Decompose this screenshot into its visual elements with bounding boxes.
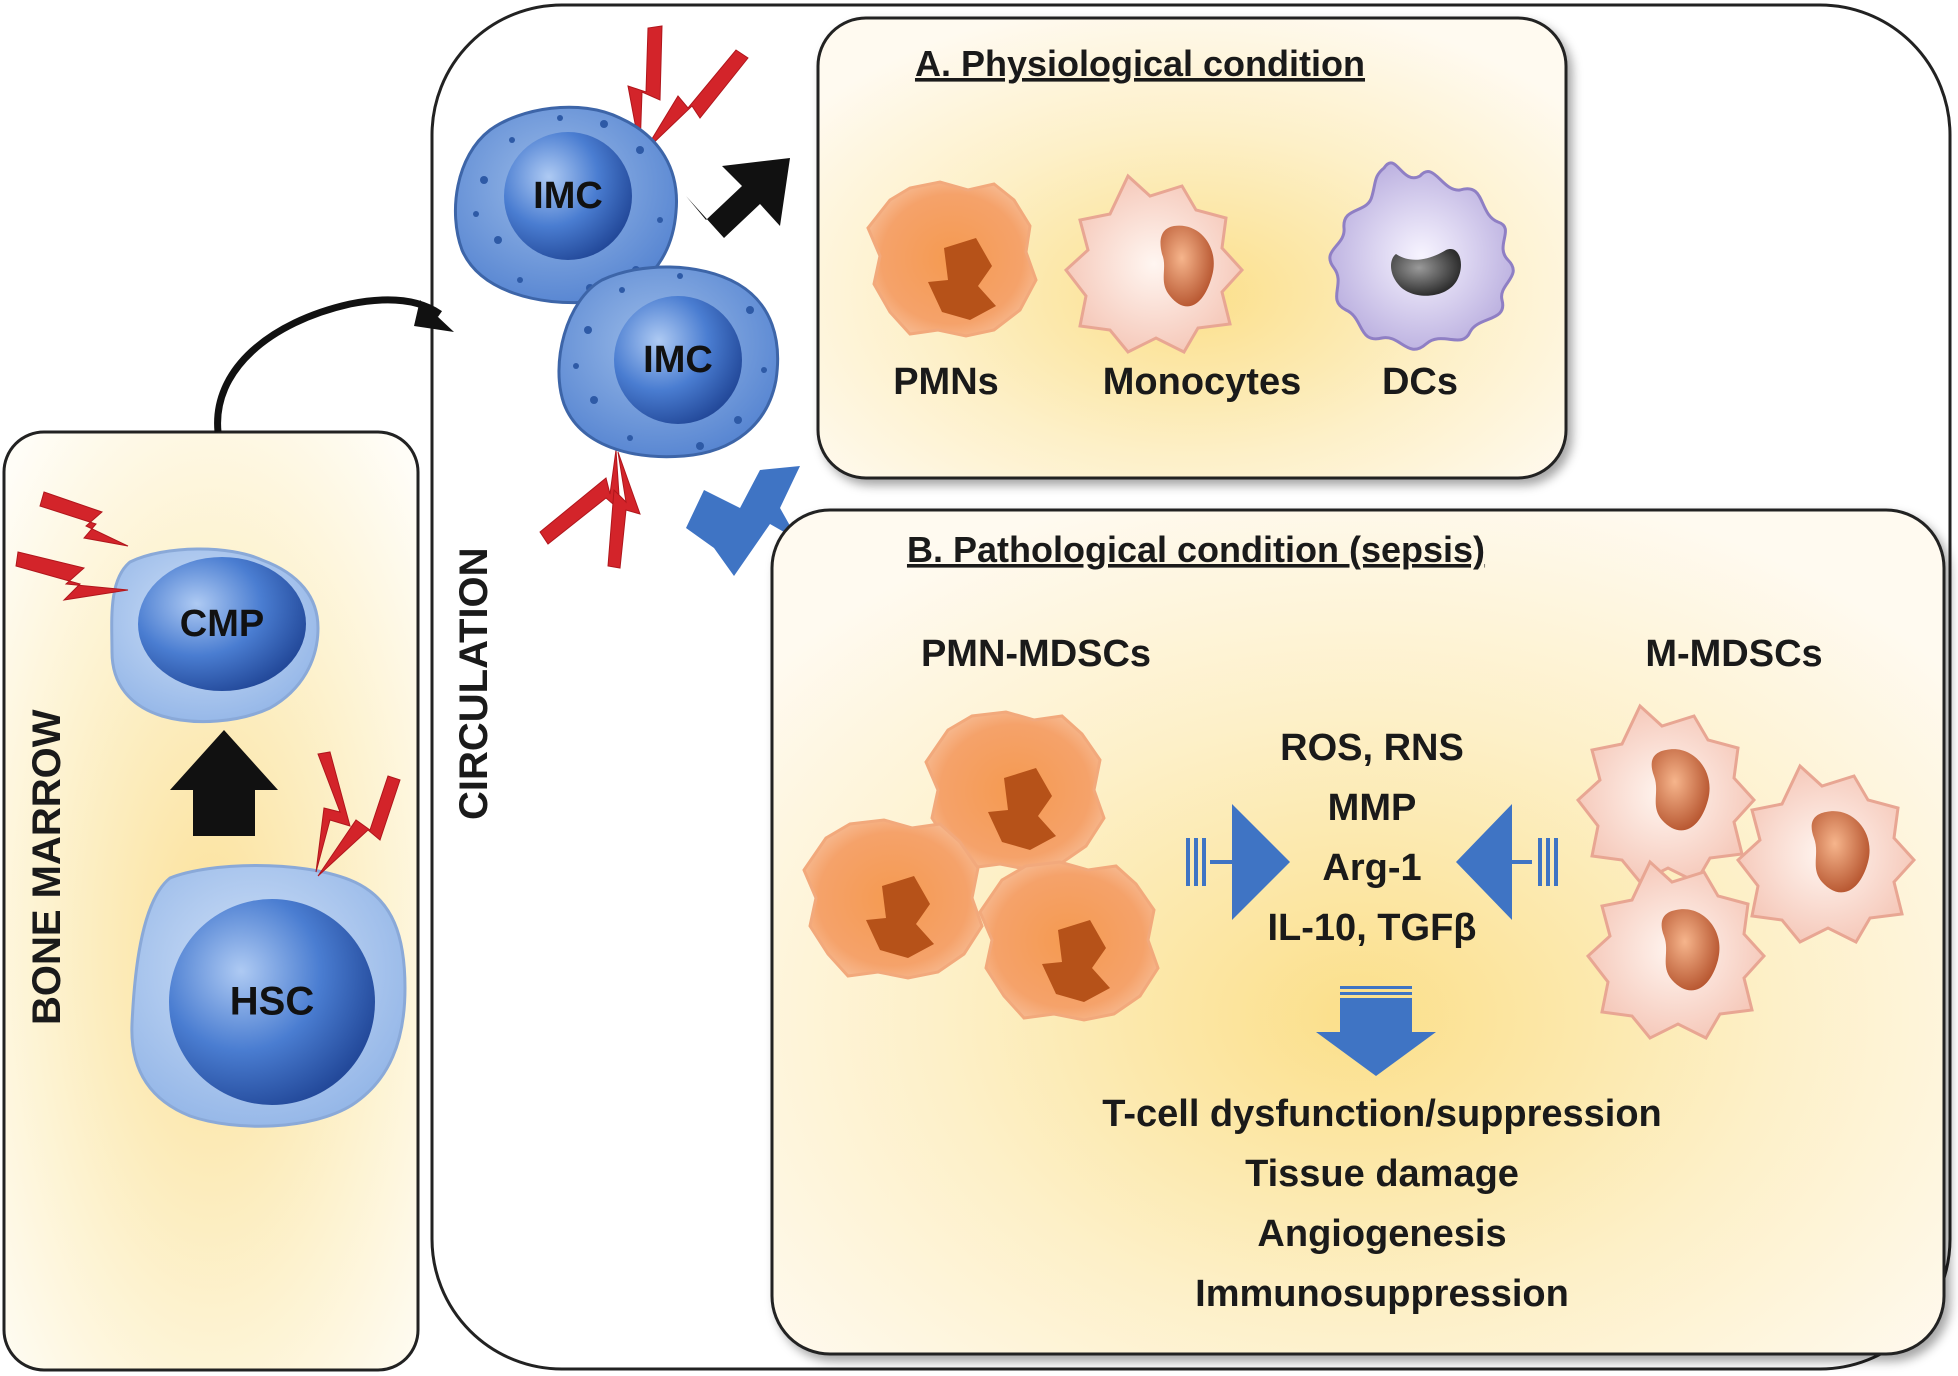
panel-pathological: B. Pathological condition (sepsis) PMN-M…	[770, 508, 1946, 1356]
circulation-title: CIRCULATION	[452, 547, 496, 820]
m-mdsc-cell	[1575, 703, 1757, 884]
migration-arrow-head	[414, 300, 454, 332]
differentiation-arrow	[170, 730, 278, 836]
lightning-bolt-icon	[539, 449, 621, 545]
m-mdsc-cell	[1735, 763, 1917, 944]
imc-label: IMC	[533, 175, 603, 217]
outcome-item: Tissue damage	[1245, 1153, 1519, 1195]
cmp-label: CMP	[180, 603, 264, 645]
outcome-list: T-cell dysfunction/suppression Tissue da…	[1102, 1093, 1662, 1315]
panel-physiological: A. Physiological condition PMNs Monocyte…	[816, 16, 1568, 480]
lightning-bolt-icon	[627, 25, 663, 151]
outcome-item: Angiogenesis	[1257, 1213, 1506, 1255]
imc-cell: IMC	[557, 265, 780, 459]
pmn-cell: PMNs	[866, 180, 1038, 403]
migration-arrow	[214, 296, 443, 433]
hsc-label: HSC	[230, 980, 314, 1024]
lightning-bolts	[15, 25, 749, 877]
hsc-cell: HSC	[130, 864, 407, 1128]
monocyte-label: Monocytes	[1103, 361, 1301, 403]
dendritic-cell: DCs	[1328, 161, 1515, 403]
pmn-mdsc-cell	[978, 860, 1160, 1022]
pmn-label: PMNs	[893, 361, 999, 403]
outcome-item: Immunosuppression	[1195, 1273, 1569, 1315]
lightning-bolt-icon	[15, 551, 129, 601]
lightning-bolt-icon	[643, 49, 749, 153]
pmn-mdsc-label: PMN-MDSCs	[921, 633, 1151, 675]
outcome-arrow	[1316, 986, 1436, 1076]
imc-label: IMC	[643, 339, 713, 381]
monocyte-cell: Monocytes	[1063, 173, 1301, 403]
secretion-arrow-right	[1456, 804, 1558, 920]
bone-marrow-title: BONE MARROW	[25, 709, 69, 1025]
secretion-arrow-left	[1186, 804, 1290, 920]
mediator-item: IL-10, TGFβ	[1268, 907, 1477, 949]
m-mdsc-cell	[1585, 859, 1767, 1040]
outcome-item: T-cell dysfunction/suppression	[1102, 1093, 1662, 1135]
m-mdsc-label: M-MDSCs	[1645, 633, 1822, 675]
mediator-item: ROS, RNS	[1280, 727, 1464, 769]
pathological-arrow	[686, 466, 800, 576]
pmn-mdsc-cell	[802, 818, 984, 980]
bone-marrow-region: BONE MARROW CMP HSC	[2, 430, 420, 1372]
lightning-bolt-icon	[317, 775, 401, 877]
panel-b-heading: B. Pathological condition (sepsis)	[907, 529, 1485, 570]
imc-cell: IMC	[453, 105, 679, 305]
mediator-item: MMP	[1328, 787, 1417, 829]
lightning-bolt-icon	[39, 491, 129, 547]
mediator-item: Arg-1	[1322, 847, 1421, 889]
panel-a-heading: A. Physiological condition	[915, 43, 1365, 84]
dc-label: DCs	[1382, 361, 1458, 403]
cmp-cell: CMP	[110, 547, 320, 724]
physiological-arrow	[686, 158, 790, 238]
lightning-bolt-icon	[315, 751, 351, 873]
pmn-mdsc-cell	[924, 710, 1106, 872]
mediator-list: ROS, RNS MMP Arg-1 IL-10, TGFβ	[1268, 727, 1477, 949]
lightning-bolt-icon	[607, 451, 641, 569]
